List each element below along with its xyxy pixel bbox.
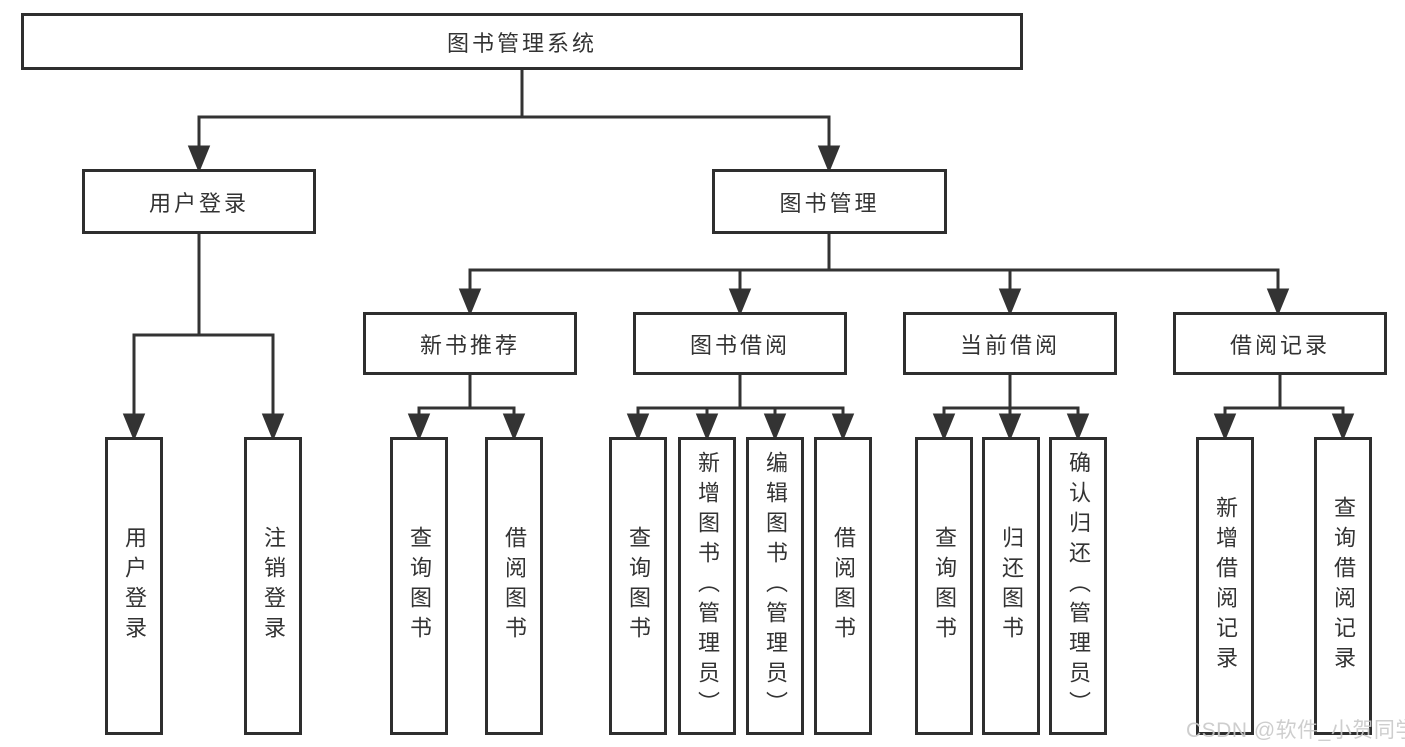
node-current-borrow: 当前借阅 xyxy=(903,312,1117,375)
leaf-record-add: 新增借阅记录 xyxy=(1196,437,1254,735)
node-new-book-recommend: 新书推荐 xyxy=(363,312,577,375)
node-root-label: 图书管理系统 xyxy=(446,30,597,56)
leaf-current-query: 查询图书 xyxy=(915,437,973,735)
leaf-borrow-edit-label: 编辑图书（管理员） xyxy=(763,451,788,721)
leaf-logout: 注销登录 xyxy=(244,437,302,735)
leaf-record-query-label: 查询借阅记录 xyxy=(1331,496,1356,676)
leaf-borrow-query-label: 查询图书 xyxy=(626,526,651,646)
leaf-current-return-label: 归还图书 xyxy=(999,526,1024,646)
node-user-login-label: 用户登录 xyxy=(148,190,249,216)
leaf-newbook-query: 查询图书 xyxy=(390,437,448,735)
node-borrow-record: 借阅记录 xyxy=(1173,312,1387,375)
leaf-newbook-borrow-label: 借阅图书 xyxy=(502,526,527,646)
leaf-current-confirm-label: 确认归还（管理员） xyxy=(1066,451,1091,721)
leaf-borrow-add-label: 新增图书（管理员） xyxy=(695,451,720,721)
leaf-current-query-label: 查询图书 xyxy=(932,526,957,646)
node-book-borrow-label: 图书借阅 xyxy=(689,332,790,358)
node-borrow-record-label: 借阅记录 xyxy=(1229,332,1330,358)
leaf-user-login: 用户登录 xyxy=(105,437,163,735)
leaf-record-query: 查询借阅记录 xyxy=(1314,437,1372,735)
leaf-borrow-query: 查询图书 xyxy=(609,437,667,735)
node-user-login: 用户登录 xyxy=(82,169,316,234)
node-book-management: 图书管理 xyxy=(712,169,947,234)
leaf-borrow-borrow: 借阅图书 xyxy=(814,437,872,735)
node-book-management-label: 图书管理 xyxy=(779,190,880,216)
node-current-borrow-label: 当前借阅 xyxy=(959,332,1060,358)
leaf-newbook-borrow: 借阅图书 xyxy=(485,437,543,735)
leaf-borrow-edit: 编辑图书（管理员） xyxy=(746,437,804,735)
node-new-book-recommend-label: 新书推荐 xyxy=(419,332,520,358)
node-root: 图书管理系统 xyxy=(21,13,1023,70)
csdn-watermark: CSDN @软件_小贺同学 xyxy=(1186,719,1405,742)
leaf-newbook-query-label: 查询图书 xyxy=(407,526,432,646)
leaf-record-add-label: 新增借阅记录 xyxy=(1213,496,1238,676)
leaf-current-confirm: 确认归还（管理员） xyxy=(1049,437,1107,735)
leaf-current-return: 归还图书 xyxy=(982,437,1040,735)
leaf-borrow-borrow-label: 借阅图书 xyxy=(831,526,856,646)
leaf-borrow-add: 新增图书（管理员） xyxy=(678,437,736,735)
node-book-borrow: 图书借阅 xyxy=(633,312,847,375)
leaf-user-login-label: 用户登录 xyxy=(122,526,147,646)
leaf-logout-label: 注销登录 xyxy=(261,526,286,646)
